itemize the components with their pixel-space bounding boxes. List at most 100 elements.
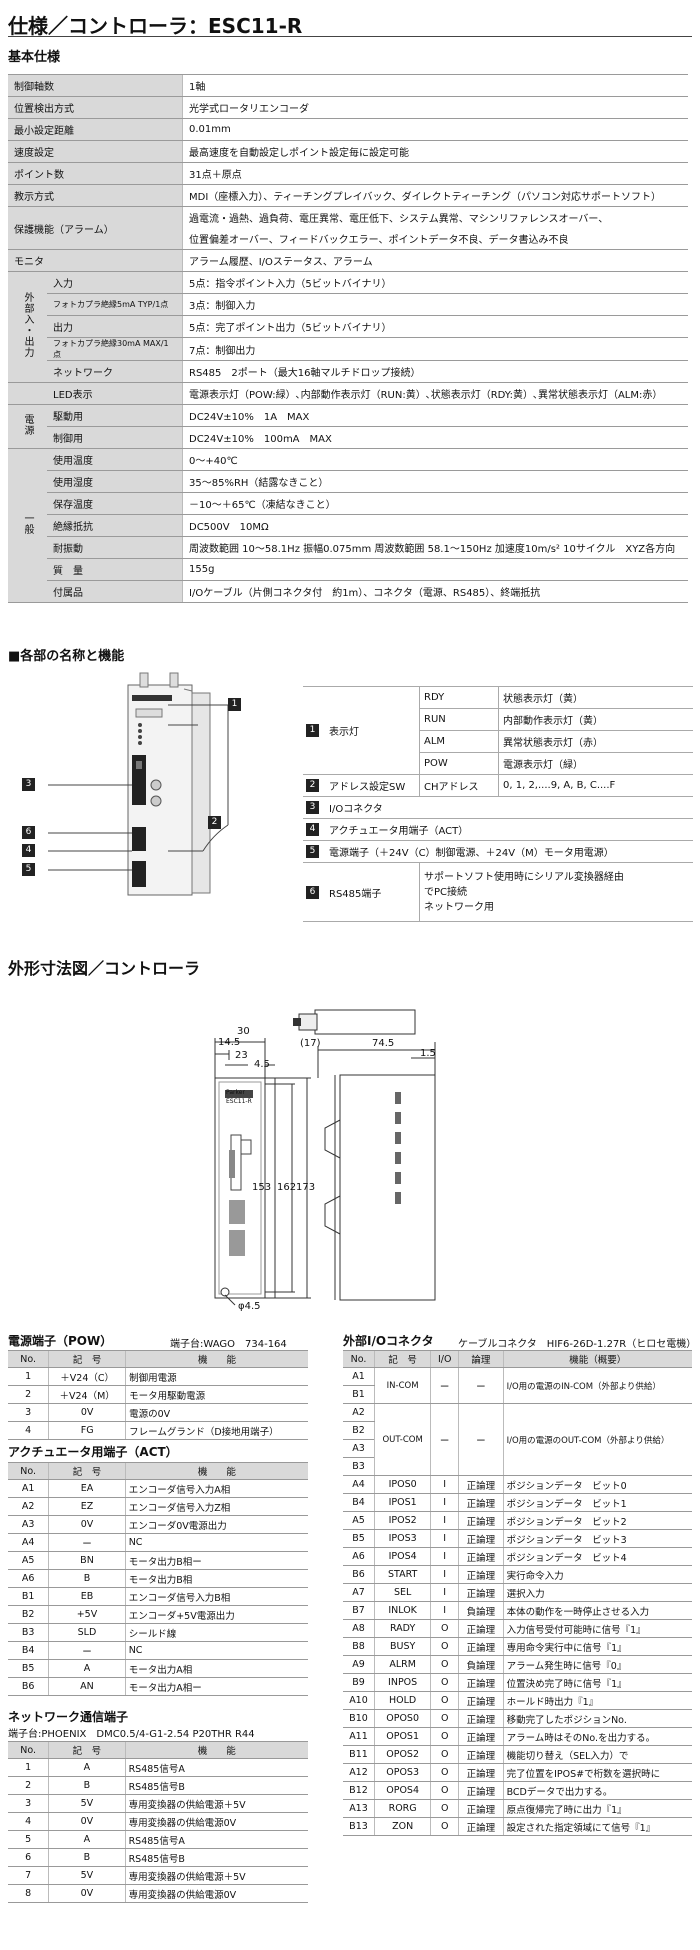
io-connector-shape [132,755,146,805]
title-rule [8,36,692,37]
net_tbl-header: No.記 号機 能 [8,1741,308,1759]
spec-row: 保護機能（アラーム）過電流・過熱、過負荷、電圧異常、電圧低下、システム異常、マシ… [8,206,688,250]
general-group: 一般 [8,448,47,603]
table-row: B1 [343,1385,692,1404]
spec-row: 保存温度－10～＋65℃（凍結なきこと） [8,492,688,515]
table-row: 1＋V24（C）制御用電源 [8,1367,308,1386]
controller-front-illustration [48,672,229,896]
spec-row: 速度設定最高速度を自動設定しポイント設定毎に設定可能 [8,140,688,163]
callout-5: 5 [22,863,35,876]
callout-3: 3 [22,778,35,791]
side-view-outline [339,1074,436,1301]
spec-row: LED表示電源表示灯（POW:緑）､内部動作表示灯（RUN:黄）､状態表示灯（R… [8,382,688,405]
parts-row-5: 5 電源端子（＋24V（C）制御電源、＋24V（M）モータ用電源） [303,840,693,863]
callout-4: 4 [22,844,35,857]
spec-row: 耐振動周波数範囲 10～58.1Hz 振幅0.075mm 周波数範囲 58.1～… [8,536,688,559]
dims-heading: 外形寸法図／コントローラ [8,959,201,978]
parts-row-1: 1 表示灯 RDY 状態表示灯（黄） [303,686,693,775]
callout-1: 1 [228,698,241,711]
dim-4-5: 4.5 [254,1059,270,1070]
dim-23: 23 [235,1050,248,1061]
dim-30: 30 [237,1026,250,1037]
pow-note: 端子台:WAGO 734-164 [170,1339,287,1350]
page-title: 仕様／コントローラ：ESC11-R [8,14,303,38]
net-title: ネットワーク通信端子 [8,1710,129,1724]
front-model: ESC11-R [226,1098,252,1105]
dim-14-5: 14.5 [218,1037,241,1048]
basic-spec-heading: 基本仕様 [8,50,61,65]
spec-row: モニタアラーム履歴、I/Oステータス、アラーム [8,249,688,272]
parts-heading: ■各部の名称と機能 [8,649,125,664]
external-io-group: 外部入・出力 [8,271,47,383]
io-note: ケーブルコネクタ HIF6-26D-1.27R（ヒロセ電機） [458,1339,697,1350]
io-title: 外部I/Oコネクタ [343,1334,434,1348]
power-group: 電源 [8,404,47,449]
dim-162: 162 [277,1182,297,1193]
net-note: 端子台:PHOENIX DMC0.5/4-G1-2.54 P20THR R44 [8,1729,255,1740]
callout-6: 6 [22,826,35,839]
side-view-cable [314,1009,416,1035]
dim-17: (17) [300,1038,321,1049]
table-row: B3 [343,1457,692,1476]
act_tbl-header: No.記 号機 能 [8,1462,308,1480]
act-title: アクチュエータ用端子（ACT） [8,1445,178,1459]
front-brand: Parker [226,1089,245,1096]
